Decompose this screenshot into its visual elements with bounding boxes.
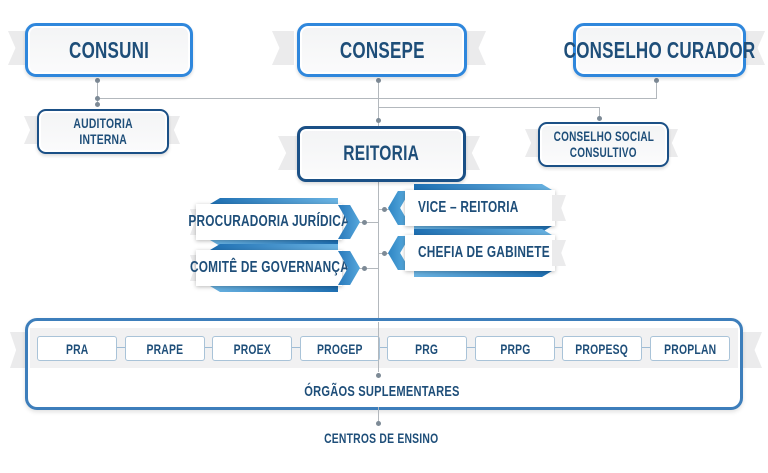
connector-dot [95, 96, 100, 101]
node-label: AUDITORIA [73, 114, 133, 131]
banner-label: COMITÊ DE GOVERNANÇA [189, 259, 349, 276]
ribbon-tail [743, 31, 765, 65]
connector-line [378, 80, 379, 126]
connector-dot [382, 251, 387, 256]
banner-stripe [210, 198, 338, 204]
unit-label: PRA [65, 340, 89, 357]
connector-dot [376, 118, 381, 123]
label-orgaos-suplementares: ÓRGÃOS SUPLEMENTARES [28, 383, 736, 400]
connector-line [357, 222, 378, 223]
connector-line [40, 347, 728, 348]
unit-label: PRAPE [146, 340, 184, 357]
banner-stripe [210, 286, 338, 292]
node-conselho-social-consultivo: CONSELHO SOCIAL CONSULTIVO [538, 122, 669, 167]
banner-stripe [414, 184, 552, 190]
connector-line [97, 98, 657, 99]
unit-label: PROGEP [317, 340, 363, 357]
node-prg: PRG [387, 336, 467, 361]
node-progep: PROGEP [300, 336, 380, 361]
banner-stripe [210, 244, 338, 250]
banner-chefia-gabinete: CHEFIA DE GABINETE [388, 228, 566, 277]
unit-label: PRG [415, 340, 439, 357]
container-pro-reitorias: PRA PRAPE PROEX PROGEP PRG PRPG PROPESQ … [25, 318, 743, 410]
banner-label: VICE – REITORIA [418, 199, 519, 216]
node-proex: PROEX [212, 336, 292, 361]
label-centros-ensino: CENTROS DE ENSINO [25, 430, 737, 446]
connector-line [656, 80, 657, 98]
ribbon-tail [552, 240, 566, 266]
ribbon-tail [552, 195, 566, 221]
connector-line [599, 107, 600, 118]
unit-label: PROPESQ [575, 340, 629, 357]
connector-line [378, 407, 379, 422]
banner-stripe [414, 271, 552, 277]
banner-label: CHEFIA DE GABINETE [418, 244, 550, 261]
connector-line [357, 268, 378, 269]
connector-dot [376, 421, 381, 426]
ribbon-tail [740, 332, 762, 368]
connector-dot [376, 373, 381, 378]
banner-vice-reitoria: VICE – REITORIA [388, 183, 566, 231]
node-label: CONSELHO CURADOR [563, 36, 756, 63]
node-conselho-curador: CONSELHO CURADOR [564, 23, 755, 77]
connector-dot [362, 220, 367, 225]
connector-dot [382, 207, 387, 212]
ribbon-tail [8, 31, 30, 65]
node-auditoria-interna: AUDITORIA INTERNA [37, 109, 169, 154]
banner-stripe [210, 240, 338, 246]
chevron-left-icon [388, 191, 410, 225]
node-label: REITORIA [343, 142, 420, 165]
node-label: CONSEPE [339, 36, 425, 63]
chevron-left-icon [388, 236, 410, 270]
connector-dot [376, 78, 381, 83]
node-prape: PRAPE [125, 336, 205, 361]
node-label: CENTROS DE ENSINO [323, 430, 439, 446]
connector-line [378, 176, 379, 318]
connector-dot [654, 78, 659, 83]
ribbon-tail [10, 332, 28, 368]
node-proplan: PROPLAN [650, 336, 730, 361]
node-consepe: CONSEPE [297, 23, 467, 77]
node-consuni: CONSUNI [25, 23, 193, 77]
connector-line [97, 80, 98, 103]
node-propesq: PROPESQ [562, 336, 642, 361]
connector-dot [362, 266, 367, 271]
banner-procuradoria-juridica: PROCURADORIA JURÍDICA [188, 198, 366, 246]
node-label: CONSUNI [68, 36, 150, 63]
ribbon-tail [272, 31, 294, 65]
connector-line [378, 322, 379, 372]
banner-label: PROCURADORIA JURÍDICA [188, 213, 350, 230]
node-label: ÓRGÃOS SUPLEMENTARES [304, 383, 460, 400]
connector-line [378, 107, 600, 108]
node-pra: PRA [37, 336, 117, 361]
ribbon-tail [464, 31, 486, 65]
banner-comite-governanca: COMITÊ DE GOVERNANÇA [189, 244, 366, 292]
chevron-right-icon [338, 251, 360, 285]
node-label: INTERNA [79, 130, 127, 147]
unit-label: PROPLAN [663, 340, 717, 357]
node-reitoria: REITORIA [297, 126, 466, 182]
banner-stripe [414, 229, 552, 235]
node-prpg: PRPG [475, 336, 555, 361]
node-label: CONSELHO SOCIAL [553, 129, 654, 145]
unit-label: PRPG [499, 340, 531, 357]
connector-dot [95, 102, 100, 107]
unit-label: PROEX [233, 340, 271, 357]
node-label: CONSULTIVO [570, 144, 637, 160]
connector-dot [95, 78, 100, 83]
connector-dot [597, 116, 602, 121]
chevron-right-icon [338, 205, 360, 239]
